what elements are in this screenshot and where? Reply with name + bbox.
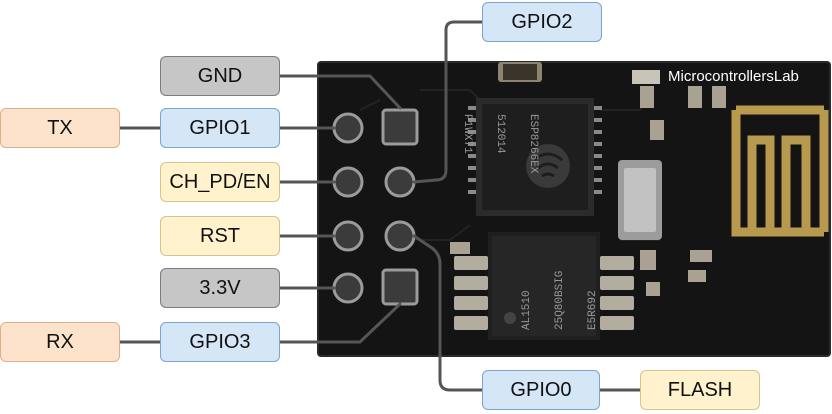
flash-marking-line-2: 25Q80BSIG (554, 270, 566, 330)
label-rx: RX (0, 322, 120, 362)
flash-chip-marking: AL1510 25Q80BSIG E5R692 (500, 271, 610, 330)
esp-marking-line-1: ESP8266EX (527, 114, 539, 174)
label-3v3: 3.3V (160, 268, 280, 308)
flash-chip (454, 232, 634, 340)
label-flash: FLASH (640, 370, 760, 410)
pcb-board-edge (317, 61, 831, 357)
crystal-oscillator (618, 160, 662, 240)
line-gnd (278, 74, 402, 110)
esp-marking-line-3: P1WX71 (461, 114, 473, 154)
pin-pad-chpd (332, 166, 364, 198)
label-gpio2: GPIO2 (482, 2, 602, 42)
pin-pad-gpio1 (332, 112, 364, 144)
connector-lines (118, 20, 642, 392)
pcb-antenna (731, 105, 829, 237)
label-gpio1: GPIO1 (160, 108, 280, 148)
pin-pad-gnd (381, 108, 419, 146)
label-rst: RST (160, 216, 280, 256)
label-gpio3: GPIO3 (160, 322, 280, 362)
esp-chip-marking: ESP8266EX 512014 P1WX71 (450, 114, 560, 173)
label-tx: TX (0, 108, 120, 148)
watermark-text: MicrocontrollersLab (668, 68, 799, 85)
flash-marking-line-3: E5R692 (587, 290, 599, 330)
esp8266-chip (468, 98, 602, 216)
label-ch-pd-en: CH_PD/EN (160, 162, 280, 202)
pin-pad-3v3 (332, 272, 364, 304)
pin-pad-gpio3 (381, 268, 419, 306)
line-gpio3 (278, 302, 402, 344)
label-gpio0: GPIO0 (482, 370, 600, 410)
smd-components (450, 62, 726, 296)
esp-marking-line-2: 512014 (494, 114, 506, 154)
line-gpio2 (412, 20, 484, 184)
pin-pad-gpio0 (384, 220, 416, 252)
pin-pad-rst (332, 220, 364, 252)
flash-marking-line-1: AL1510 (521, 290, 533, 330)
label-gnd: GND (160, 56, 280, 96)
line-gpio0 (412, 234, 484, 392)
pin-pad-gpio2 (384, 166, 416, 198)
